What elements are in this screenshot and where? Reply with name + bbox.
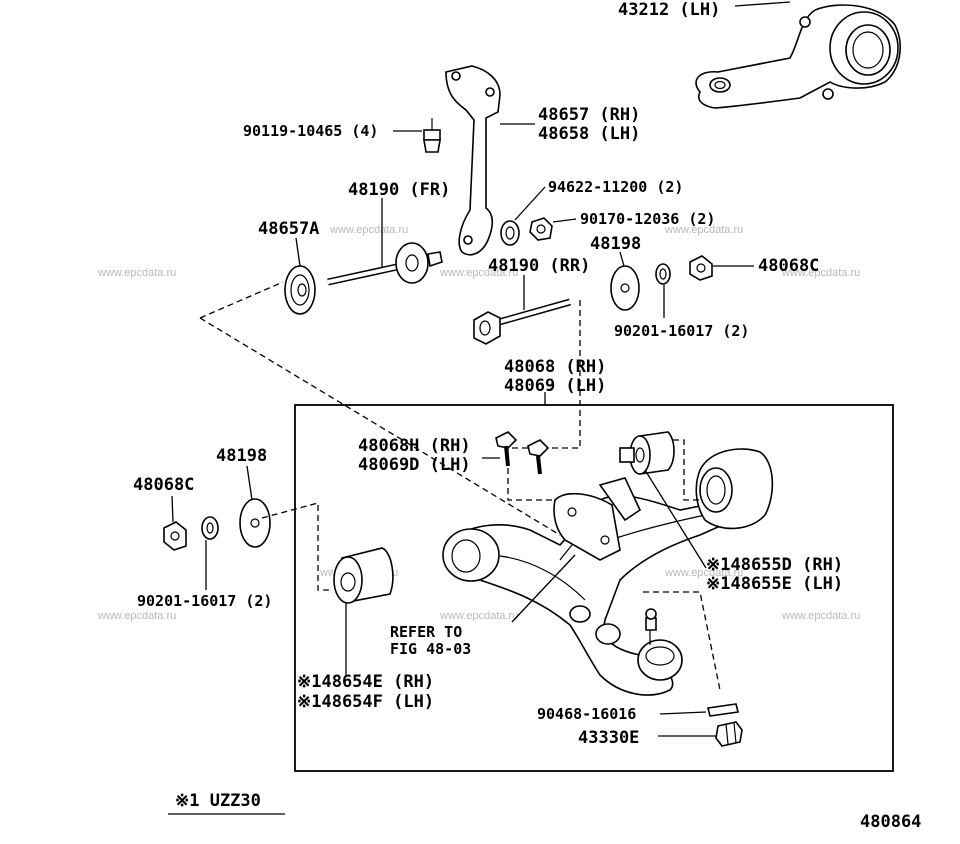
- watermark: www.epcdata.ru: [781, 267, 860, 279]
- label-48069: 48069 (LH): [504, 376, 606, 396]
- cotter-pin-90468: [707, 703, 739, 717]
- label-90201-upper: 90201-16017 (2): [614, 322, 749, 340]
- label-48190-fr: 48190 (FR): [348, 180, 450, 200]
- washer-94622: [500, 220, 520, 246]
- label-43330e: 43330E: [578, 728, 639, 748]
- label-48657: 48657 (RH): [538, 105, 640, 125]
- castle-nut-43330e: [715, 721, 743, 747]
- watermark: www.epcdata.ru: [329, 224, 408, 236]
- label-48068: 48068 (RH): [504, 357, 606, 377]
- stabilizer-bracket: [445, 65, 501, 256]
- label-90170: 90170-12036 (2): [580, 210, 715, 228]
- label-148655e: ※148655E (LH): [706, 574, 843, 594]
- label-48069d: 48069D (LH): [358, 455, 471, 475]
- bolt-48068h: [495, 431, 550, 475]
- steering-knuckle: [695, 1, 901, 109]
- label-48198-lower: 48198: [216, 446, 267, 466]
- nut-90170: [529, 217, 553, 241]
- watermark: www.epcdata.ru: [97, 267, 176, 279]
- bolt-90119: [423, 118, 441, 153]
- label-43212: 43212 (LH): [618, 0, 720, 20]
- label-48068c-upper: 48068C: [758, 256, 819, 276]
- label-48658: 48658 (LH): [538, 124, 640, 144]
- bushing-148655: [619, 431, 675, 475]
- label-90201-lower: 90201-16017 (2): [137, 592, 272, 610]
- washer-lower: [201, 516, 219, 540]
- label-148655d: ※148655D (RH): [706, 555, 843, 575]
- watermark: www.epcdata.ru: [97, 610, 176, 622]
- label-90119: 90119-10465 (4): [243, 122, 378, 140]
- nut-48068c-upper: [689, 255, 713, 281]
- label-148654f: ※148654F (LH): [297, 692, 434, 712]
- refer-line-2: FIG 48-03: [390, 640, 471, 658]
- cam-bolt-front: [327, 242, 443, 286]
- cam-bolt-rear: [473, 298, 571, 345]
- nut-48068c-lower: [163, 521, 187, 551]
- cam-plate-48198-lower: [239, 498, 271, 548]
- label-48190-rr: 48190 (RR): [488, 256, 590, 276]
- watermark: www.epcdata.ru: [439, 610, 518, 622]
- label-90468: 90468-16016: [537, 705, 636, 723]
- watermark: www.epcdata.ru: [781, 610, 860, 622]
- lower-control-arm: [442, 477, 747, 696]
- watermark: www.epcdata.ru: [664, 567, 743, 579]
- label-48198-upper: 48198: [590, 234, 641, 254]
- refer-line-1: REFER TO: [390, 623, 462, 641]
- cam-washer-48657a: [284, 265, 316, 315]
- watermarks: www.epcdata.ru www.epcdata.ru www.epcdat…: [97, 224, 860, 622]
- label-94622: 94622-11200 (2): [548, 178, 683, 196]
- label-48068h: 48068H (RH): [358, 436, 471, 456]
- footnote: ※1 UZZ30: [175, 791, 261, 811]
- rear-bushing: [695, 448, 774, 530]
- assembly-frame: [294, 404, 894, 772]
- label-48068c-lower: 48068C: [133, 475, 194, 495]
- label-48657a: 48657A: [258, 219, 319, 239]
- label-148654e: ※148654E (RH): [297, 672, 434, 692]
- watermark: www.epcdata.ru: [439, 267, 518, 279]
- figure-number: 480864: [860, 812, 921, 832]
- bushing-148654: [333, 547, 394, 604]
- watermark: www.epcdata.ru: [664, 224, 743, 236]
- cam-plate-48198-upper: [610, 265, 640, 311]
- washer-upper: [655, 263, 671, 285]
